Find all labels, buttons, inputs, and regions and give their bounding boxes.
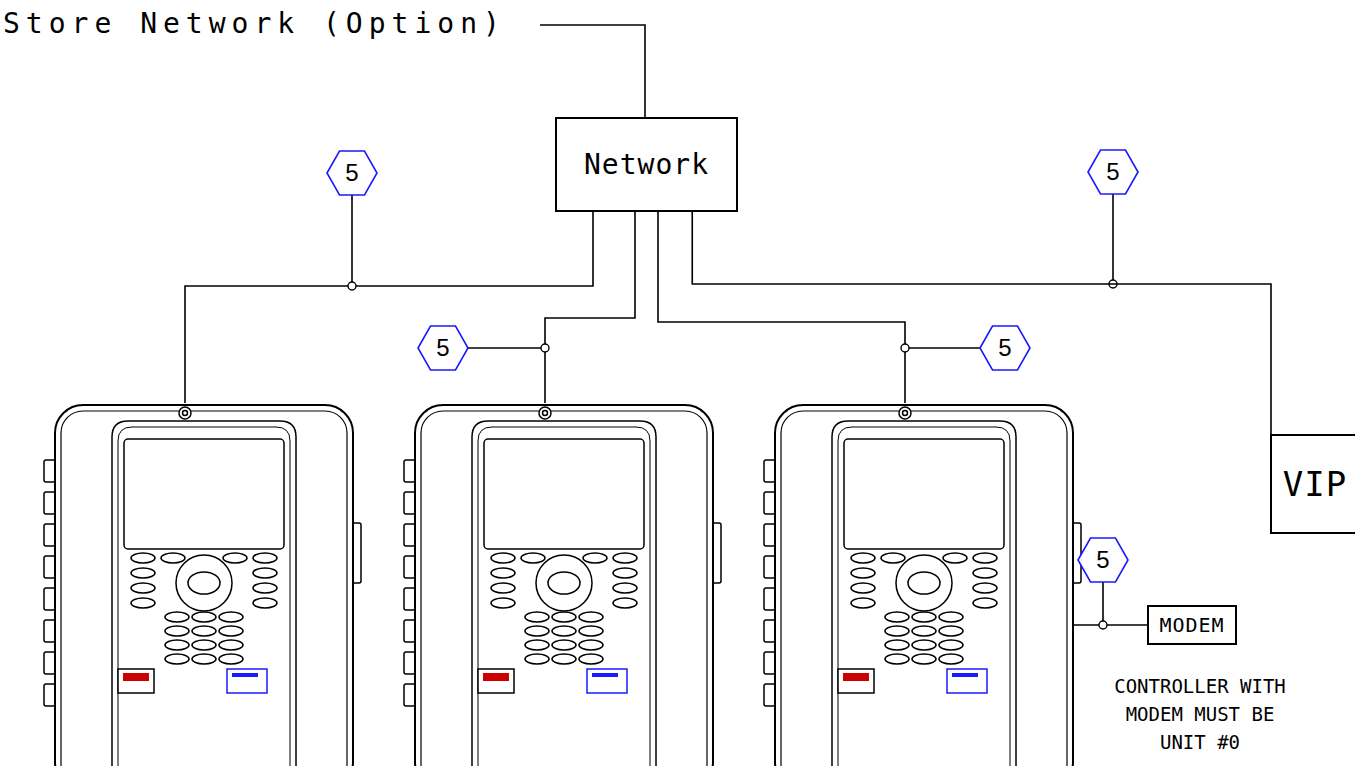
- network-wires: [185, 25, 1147, 625]
- box-label: MODEM: [1159, 613, 1224, 637]
- callout-leader: [1102, 582, 1104, 621]
- junction-dot: [348, 282, 356, 290]
- callout-leader: [909, 347, 980, 349]
- network-wire: [185, 212, 593, 403]
- box-label: Network: [584, 148, 709, 181]
- callout-leader: [351, 195, 353, 282]
- callout-hexagon: [980, 326, 1030, 370]
- callout-leader: [1112, 194, 1114, 280]
- callout-hexagon: [1078, 538, 1128, 582]
- network-cable: [692, 212, 1271, 434]
- callout-number: 5: [1106, 160, 1119, 184]
- junction-dot: [541, 344, 549, 352]
- network-wire: [658, 212, 905, 403]
- callout-hexagon: [418, 326, 468, 370]
- controller-unit: [44, 405, 361, 766]
- note-text: CONTROLLER WITH MODEM MUST BE UNIT #0: [1105, 672, 1295, 756]
- modem-wire: [1072, 624, 1147, 626]
- controller-unit: [404, 405, 721, 766]
- junction-dot: [901, 344, 909, 352]
- network-wire: [545, 212, 635, 403]
- callout-leader: [468, 347, 541, 349]
- junction-dots: [348, 280, 1117, 629]
- callout-hexagon: [327, 151, 377, 195]
- callout-number: 5: [998, 336, 1011, 360]
- modem-box: MODEM: [1147, 605, 1237, 645]
- vip-box: VIP: [1270, 434, 1355, 534]
- callout-hexagon: [1088, 150, 1138, 194]
- callout-number: 5: [436, 336, 449, 360]
- controller-unit: [764, 405, 1081, 766]
- junction-dot: [1099, 621, 1107, 629]
- network-box: Network: [555, 117, 738, 212]
- store-network-wire: [540, 25, 645, 117]
- network-note: Store Network (Option): [3, 10, 506, 38]
- callout-number: 5: [345, 161, 358, 185]
- box-label: VIP: [1283, 464, 1347, 504]
- callout-number: 5: [1096, 548, 1109, 572]
